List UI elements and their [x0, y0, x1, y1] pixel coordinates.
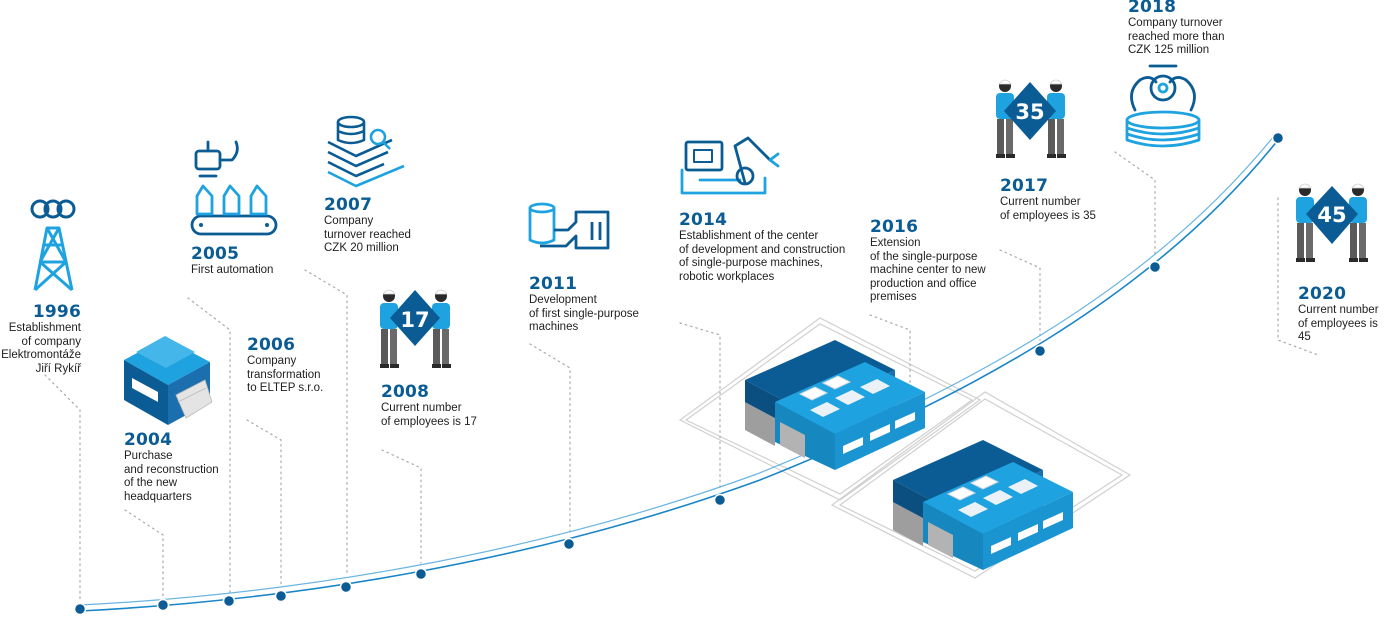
event-text: Establishment of the center of developme…: [679, 230, 846, 283]
badge-35: 35: [1015, 100, 1044, 124]
event-year: 2020: [1298, 284, 1347, 304]
headquarters-building-icon: [124, 336, 213, 425]
node-2011: [562, 537, 576, 551]
workers-badge-icon-35: [995, 79, 1067, 159]
event-year: 1996: [32, 302, 81, 322]
event-text: Extension of the single-purpose machine …: [870, 237, 986, 303]
event-2007: 2007 Company turnover reached CZK 20 mil…: [324, 196, 434, 256]
node-2005: [222, 594, 236, 608]
event-text: Current number of employees is 17: [381, 402, 477, 428]
event-2006: 2006 Company transformation to ELTEP s.r…: [247, 336, 347, 396]
node-2014: [713, 493, 727, 507]
node-2007: [339, 580, 353, 594]
event-year: 2014: [679, 210, 728, 230]
event-text: Purchase and reconstruction of the new h…: [124, 450, 219, 503]
event-2004: 2004 Purchase and reconstruction of the …: [124, 431, 234, 504]
event-year: 2004: [124, 430, 173, 450]
event-2005: 2005 First automation: [191, 245, 301, 278]
workers-badge-icon-45: [1295, 183, 1369, 263]
timeline-curve: [79, 135, 1279, 612]
node-2006: [274, 589, 288, 603]
node-1996: [73, 602, 87, 616]
node-2008: [414, 567, 428, 581]
event-year: 2018: [1128, 0, 1177, 17]
node-2020: [1271, 131, 1285, 145]
event-2014: 2014 Establishment of the center of deve…: [679, 211, 869, 284]
event-2016: 2016 Extension of the single-purpose mac…: [870, 218, 1010, 305]
event-1996: 1996 Establishment of company Elektromon…: [0, 303, 81, 376]
node-2004: [156, 598, 170, 612]
transmission-tower-icon: [30, 199, 76, 292]
platform-outlines: [678, 317, 1132, 579]
dotted-leader-lines: [44, 151, 1319, 601]
event-year: 2016: [870, 217, 919, 237]
event-text: Company turnover reached more than CZK 1…: [1128, 17, 1225, 56]
event-text: Company turnover reached CZK 20 million: [324, 215, 411, 254]
event-year: 2006: [247, 335, 296, 355]
event-2011: 2011 Development of first single-purpose…: [529, 275, 669, 335]
event-text: First automation: [191, 264, 274, 276]
event-text: Development of first single-purpose mach…: [529, 294, 639, 333]
event-year: 2011: [529, 274, 578, 294]
event-year: 2005: [191, 244, 240, 264]
robotic-arm-icon: [680, 136, 780, 195]
node-2017: [1033, 344, 1047, 358]
event-year: 2007: [324, 195, 373, 215]
event-text: Establishment of company Elektromontáže …: [1, 322, 81, 375]
badge-17: 17: [400, 308, 429, 332]
coins-robot-icon: [1125, 64, 1201, 148]
node-2018: [1148, 260, 1162, 274]
event-text: Company transformation to ELTEP s.r.o.: [247, 355, 324, 394]
single-purpose-machine-icon: [528, 202, 610, 250]
event-text: Current number of employees is 45: [1298, 304, 1379, 343]
badge-45: 45: [1317, 203, 1346, 227]
event-2018: 2018 Company turnover reached more than …: [1128, 0, 1248, 58]
coin-stack-icon: [327, 115, 405, 188]
event-2008: 2008 Current number of employees is 17: [381, 383, 501, 429]
event-2020: 2020 Current number of employees is 45: [1298, 285, 1393, 345]
workers-badge-icon-17: [379, 289, 452, 369]
event-year: 2008: [381, 382, 430, 402]
automation-conveyor-icon: [190, 140, 278, 236]
event-2017: 2017 Current number of employees is 35: [1000, 177, 1120, 223]
event-text: Current number of employees is 35: [1000, 196, 1096, 222]
event-year: 2017: [1000, 176, 1049, 196]
